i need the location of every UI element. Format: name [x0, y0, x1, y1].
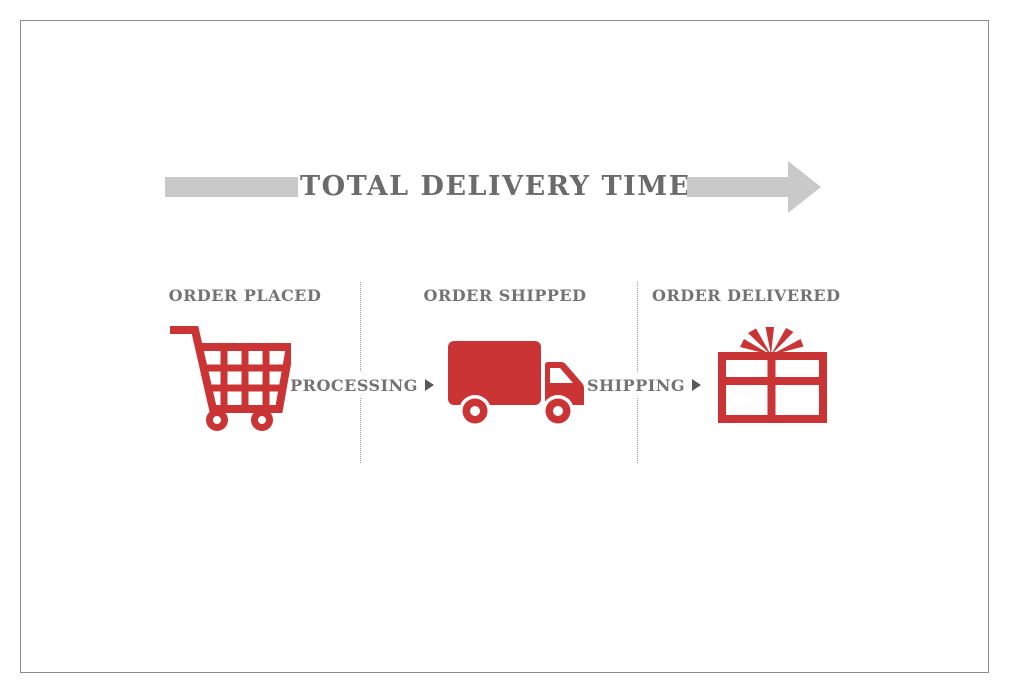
page-title: TOTAL DELIVERY TIME [300, 171, 691, 202]
stage-label-order-shipped: ORDER SHIPPED [423, 286, 587, 305]
stage-label-order-delivered: ORDER DELIVERED [652, 286, 841, 305]
truck-icon [448, 341, 584, 427]
frame-border [20, 20, 989, 673]
gift-icon [718, 327, 827, 423]
timeline-arrow-icon [687, 177, 789, 197]
stage-label-order-placed: ORDER PLACED [168, 286, 322, 305]
timeline-bar-left [165, 177, 298, 197]
connector-label-text: PROCESSING [290, 375, 418, 395]
triangle-right-icon [424, 379, 434, 391]
triangle-right-icon [692, 379, 701, 391]
connector-label-shipping: SHIPPING [567, 372, 721, 398]
cart-icon [170, 326, 291, 431]
connector-label-text: SHIPPING [587, 375, 685, 395]
connector-label-processing: PROCESSING [276, 372, 448, 398]
timeline-arrowhead-icon [788, 161, 821, 213]
